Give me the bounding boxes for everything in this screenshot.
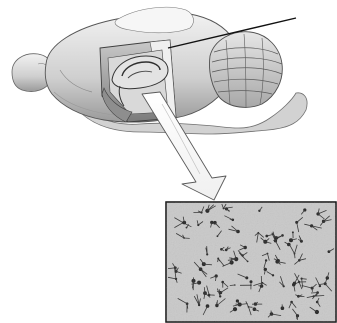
- neuron-process: [295, 254, 296, 259]
- micrograph: [166, 202, 336, 322]
- neuron-process: [271, 311, 272, 314]
- neuron-process: [207, 246, 208, 254]
- cerebellum: [209, 32, 282, 108]
- neuron-process: [230, 285, 235, 286]
- neuron-process: [217, 300, 218, 305]
